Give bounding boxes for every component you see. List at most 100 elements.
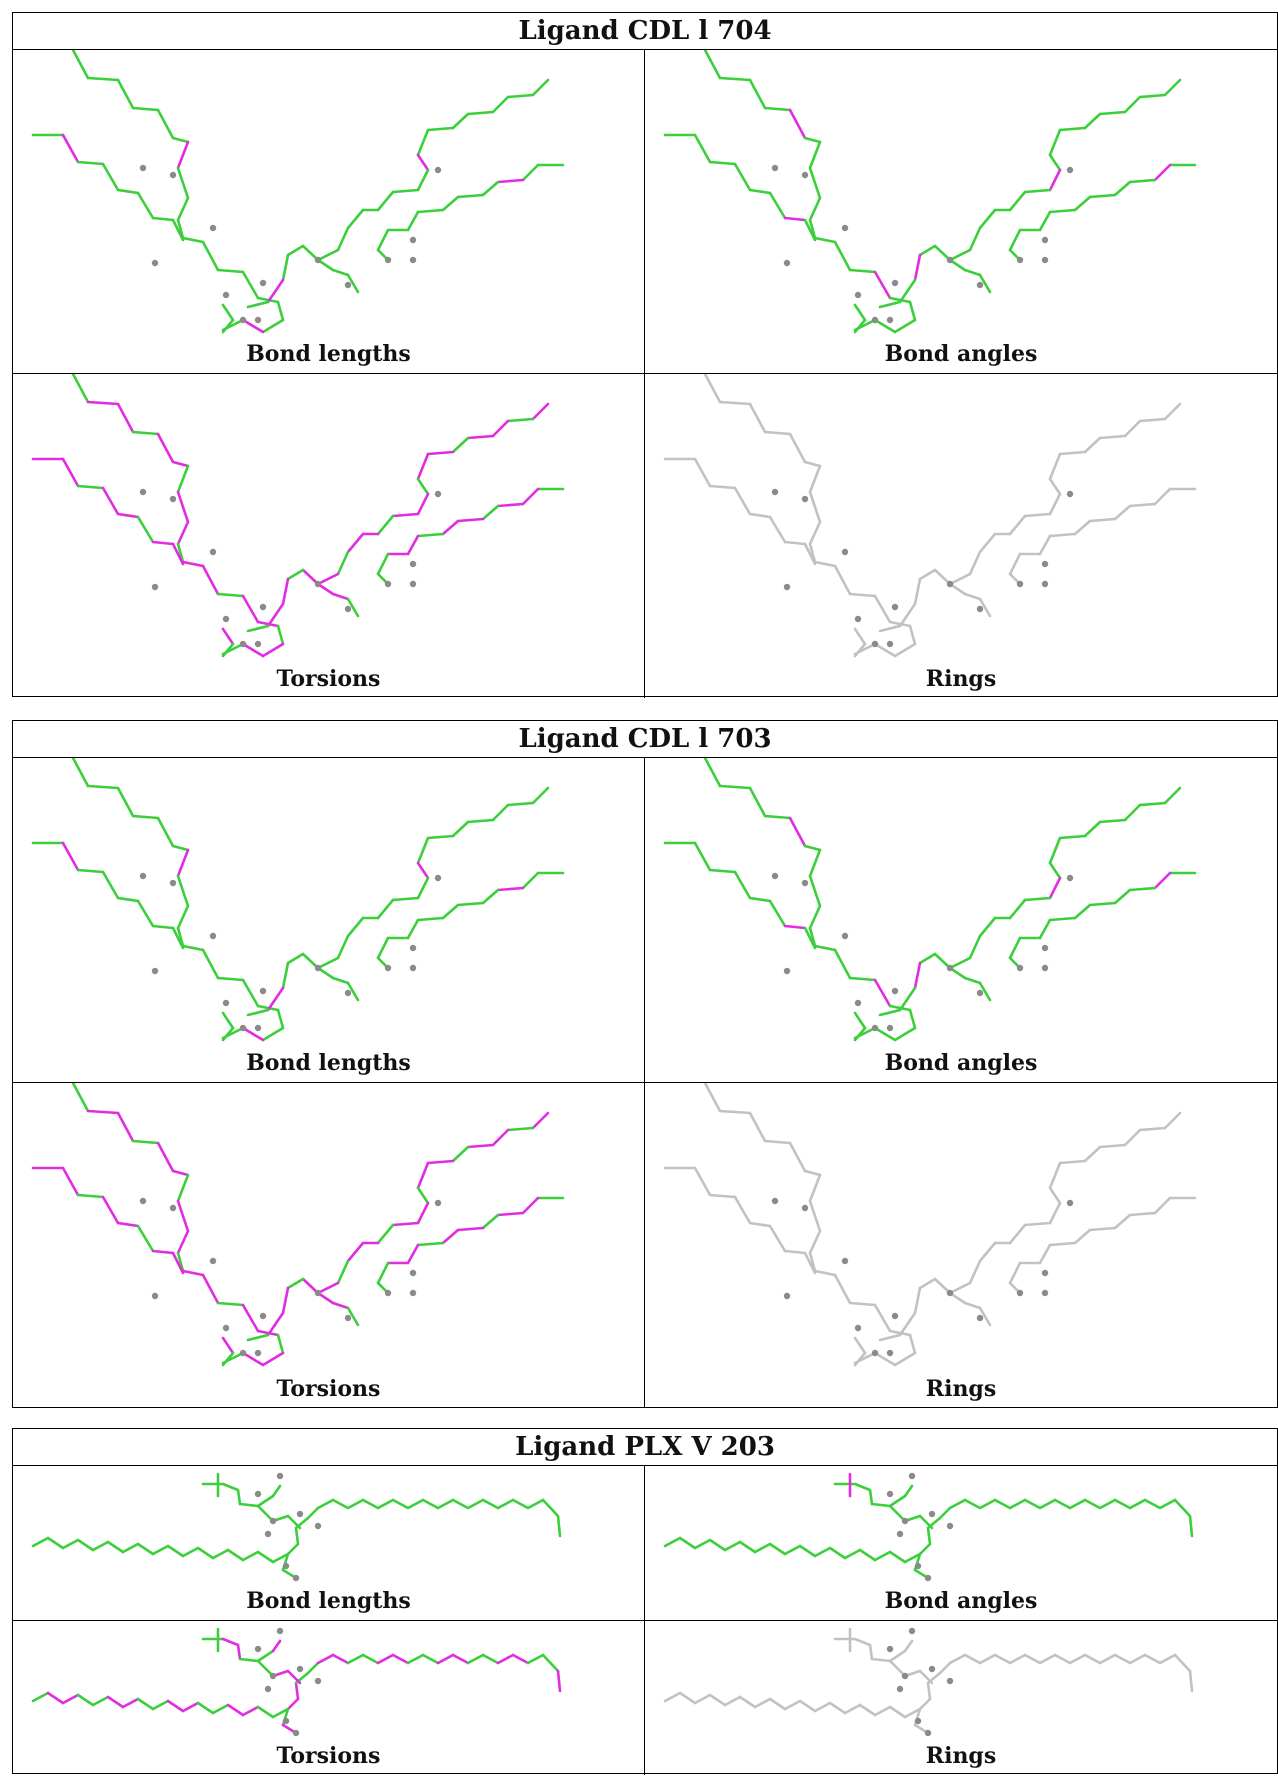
bond: [913, 961, 922, 990]
bond: [416, 1161, 430, 1190]
bond: [968, 1259, 982, 1285]
bond: [993, 1653, 1012, 1665]
bond: [878, 300, 902, 309]
bond: [748, 786, 767, 818]
atom: [891, 603, 899, 611]
atom: [344, 989, 352, 997]
bond: [903, 1639, 914, 1653]
bond: [1158, 1498, 1177, 1510]
bond: [803, 1251, 817, 1275]
atom: [384, 964, 392, 972]
atom: [169, 495, 177, 503]
bond: [703, 1083, 722, 1113]
atom: [1066, 166, 1074, 174]
bond: [176, 542, 185, 564]
bond: [708, 868, 737, 874]
bond: [1038, 1653, 1057, 1665]
bond: [441, 195, 460, 212]
bond: [481, 1213, 500, 1230]
atom: [434, 874, 442, 882]
bond: [1048, 1201, 1062, 1225]
bond: [718, 76, 752, 82]
atom: [344, 281, 352, 289]
bond: [176, 140, 190, 170]
bond: [416, 492, 430, 516]
atom: [976, 989, 984, 997]
panel-caption: Bond lengths: [246, 1050, 411, 1076]
bond: [768, 191, 787, 220]
bond: [136, 1542, 155, 1556]
bond: [241, 1705, 260, 1717]
bond: [116, 786, 135, 818]
bond: [868, 1643, 874, 1661]
bond: [376, 898, 395, 920]
atom: [908, 1627, 916, 1635]
bond: [1138, 801, 1167, 807]
bond: [1048, 876, 1062, 900]
bond: [868, 1488, 874, 1506]
bond: [506, 417, 535, 423]
bond: [853, 1026, 867, 1042]
bond: [1023, 1498, 1042, 1510]
bond: [456, 901, 485, 907]
bond: [948, 1281, 972, 1295]
bond: [116, 402, 135, 434]
bond: [933, 244, 952, 262]
bond: [441, 1228, 460, 1245]
bond: [466, 434, 495, 440]
bond: [151, 1699, 170, 1711]
bond: [61, 457, 80, 488]
bond: [406, 918, 420, 940]
bond: [176, 490, 190, 524]
bond: [346, 208, 365, 230]
bond: [1048, 208, 1077, 214]
bond: [76, 160, 105, 166]
bond: [963, 1498, 982, 1510]
bond: [963, 1301, 982, 1310]
atom: [1041, 560, 1049, 568]
atom: [891, 279, 899, 287]
bond: [808, 166, 822, 200]
bond: [131, 1139, 160, 1145]
bond: [763, 106, 792, 112]
atom: [239, 316, 247, 324]
bond: [1163, 1111, 1182, 1130]
bond: [436, 1653, 455, 1665]
bond: [918, 1277, 937, 1290]
bond: [136, 1697, 155, 1711]
bond: [808, 1251, 817, 1273]
bond: [948, 1653, 967, 1665]
atom: [946, 580, 954, 588]
bond: [201, 240, 220, 272]
bond: [86, 1109, 120, 1115]
bond: [788, 1141, 807, 1173]
panel-caption: Bond lengths: [246, 341, 411, 367]
bond: [873, 642, 897, 658]
bond: [466, 1653, 485, 1665]
atom: [908, 1472, 916, 1480]
bond: [893, 1351, 917, 1367]
bond: [888, 1550, 907, 1564]
bond: [918, 952, 937, 965]
bond: [678, 1536, 697, 1550]
bond: [1153, 1196, 1172, 1215]
atom: [409, 1269, 417, 1277]
bond: [873, 1026, 897, 1042]
atom: [222, 291, 230, 299]
bond: [853, 1351, 867, 1367]
panel-caption: Rings: [925, 1376, 997, 1402]
bond: [1153, 871, 1172, 890]
atom: [314, 580, 322, 588]
bond: [853, 1637, 872, 1647]
bond: [131, 814, 160, 820]
bond: [908, 1333, 917, 1355]
bond: [151, 1249, 175, 1255]
atom: [841, 224, 849, 232]
bond: [101, 486, 120, 516]
bond: [888, 1705, 907, 1719]
bond: [346, 1653, 365, 1665]
bond: [271, 1552, 290, 1564]
bond: [451, 112, 470, 130]
atom: [946, 1522, 954, 1530]
bond: [803, 926, 817, 950]
